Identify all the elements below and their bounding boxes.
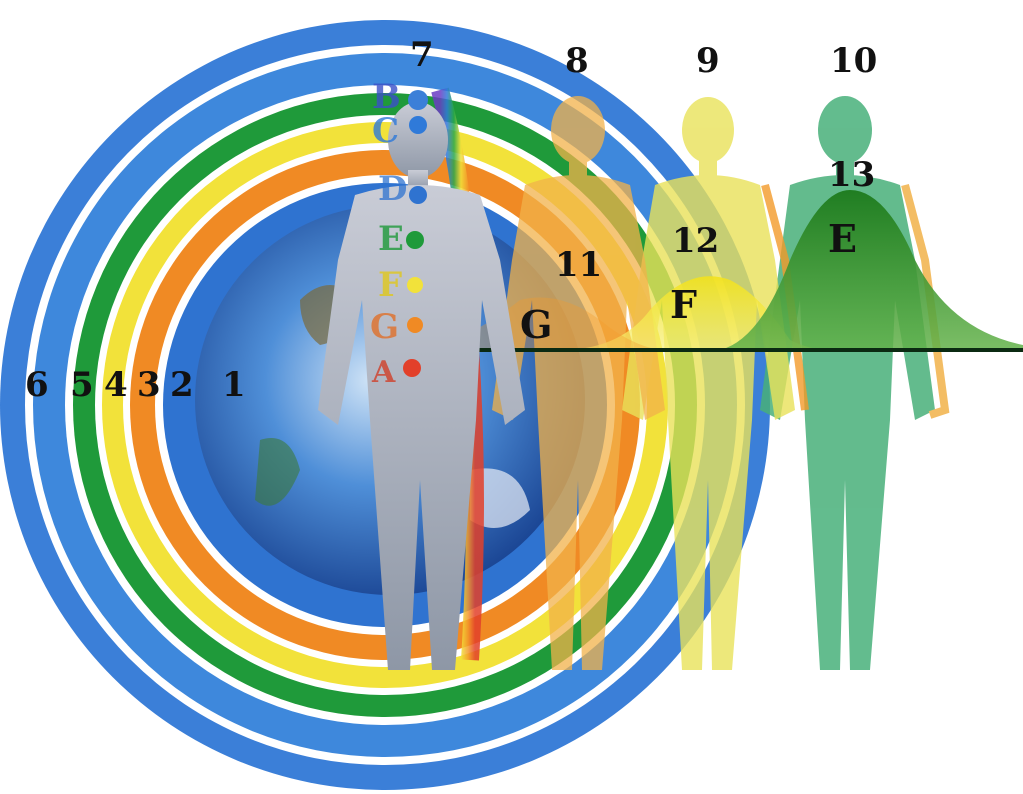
curve-label-13: 13 — [828, 155, 875, 195]
chakra-dot-c — [409, 116, 427, 134]
curve-letter-g: G — [520, 302, 552, 347]
chakra-letter: C — [372, 111, 399, 151]
chakra-letter: D — [378, 169, 407, 209]
figure-label-9: 9 — [696, 41, 720, 81]
ring-label-2: 2 — [170, 365, 194, 405]
chakra-letter: E — [378, 219, 404, 259]
chakra-dot-g — [407, 317, 423, 333]
chakra-dot-d — [409, 186, 427, 204]
chakra-dot-e — [406, 231, 424, 249]
chakra-letter: A — [371, 355, 396, 390]
ring-label-1: 1 — [222, 365, 246, 405]
figure-label-8: 8 — [565, 41, 589, 81]
curve-letter-e: E — [828, 216, 857, 261]
ring-label-4: 4 — [104, 365, 128, 405]
chakra-dot-f — [407, 277, 423, 293]
figure-label-7: 7 — [410, 35, 434, 75]
ring-label-6: 6 — [25, 365, 49, 405]
chakra-letter: G — [370, 307, 399, 347]
curve-label-11: 11 — [555, 245, 602, 285]
ring-label-3: 3 — [137, 365, 161, 405]
ring-label-5: 5 — [70, 365, 94, 405]
chakra-dot-a — [403, 359, 421, 377]
chakra-letter: F — [378, 265, 402, 305]
curve-label-12: 12 — [672, 221, 719, 261]
curve-letter-f: F — [670, 282, 697, 327]
figure-label-10: 10 — [830, 41, 877, 81]
chakra-dot-b — [408, 90, 428, 110]
